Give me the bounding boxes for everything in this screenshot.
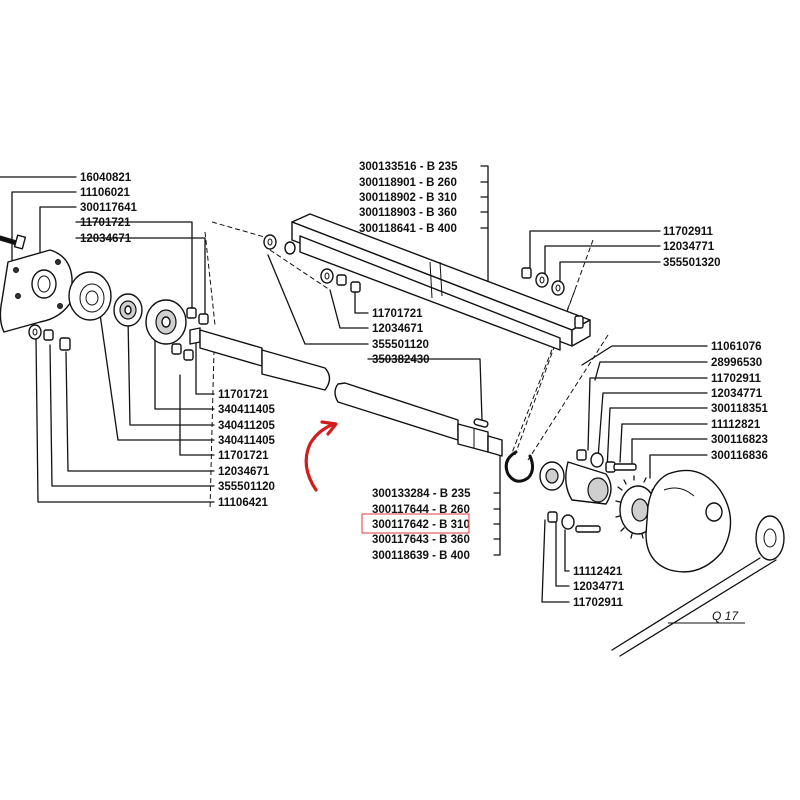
part-label[interactable]: 11112421 — [573, 566, 623, 578]
part-label[interactable]: 300118902 - B 310 — [359, 192, 457, 204]
part-label[interactable]: 11702911 — [711, 373, 762, 385]
part-label[interactable]: 300117643 - B 360 — [372, 534, 470, 546]
part-label[interactable]: 12034771 — [663, 241, 715, 253]
part-label[interactable]: 300116823 — [711, 434, 768, 446]
flange-plate-part — [0, 249, 73, 333]
part-label[interactable]: 340411405 — [218, 404, 276, 416]
bearing-part — [113, 293, 143, 327]
part-label[interactable]: 300133284 - B 235 — [372, 488, 471, 500]
right-labels: 11061076 28996530 11702911 12034771 3001… — [711, 341, 769, 462]
part-label[interactable]: 350382430 — [372, 354, 430, 366]
top-rail-labels: 300133516 - B 235 300118901 - B 260 3001… — [359, 161, 458, 235]
lever-arm-part — [611, 515, 785, 657]
part-label[interactable]: 300133516 - B 235 — [359, 161, 458, 173]
red-pointer-arrow — [304, 420, 338, 492]
part-label[interactable]: 11702911 — [573, 597, 624, 609]
part-label[interactable]: 11701721 — [218, 450, 269, 462]
part-label-highlighted[interactable]: 300117642 - B 310 — [372, 519, 470, 531]
nut-parts-middle-left — [171, 307, 209, 361]
top-right-labels: 11702911 12034771 355501320 — [663, 226, 721, 269]
crank-housing-part — [645, 469, 732, 573]
part-label[interactable]: 300117641 — [80, 202, 138, 214]
dust-cover-part — [68, 271, 112, 321]
washer-nut-parts-left — [28, 324, 71, 351]
left-labels: 16040821 11106021 300117641 11701721 120… — [80, 172, 138, 245]
part-label[interactable]: 11061076 — [711, 341, 762, 353]
part-label[interactable]: 11701721 — [372, 308, 423, 320]
part-label[interactable]: 11701721 — [218, 389, 269, 401]
part-label[interactable]: 300118903 - B 360 — [359, 207, 457, 219]
right-bearing-part — [539, 461, 565, 491]
section-reference-label: Q 17 — [712, 609, 739, 623]
washer-parts-rail — [263, 234, 361, 293]
part-label[interactable]: 300117644 - B 260 — [372, 504, 470, 516]
part-label[interactable]: 28996530 — [711, 357, 762, 369]
left-bottom-labels: 11701721 340411405 340411205 340411405 1… — [218, 389, 276, 509]
part-label[interactable]: 300116836 — [711, 450, 768, 462]
part-label[interactable]: 12034771 — [711, 388, 763, 400]
part-label[interactable]: 355501320 — [663, 257, 721, 269]
part-label[interactable]: 11112821 — [711, 419, 761, 431]
part-label[interactable]: 11106021 — [80, 187, 131, 199]
shaft-labels: 300133284 - B 235 300117644 - B 260 3001… — [372, 488, 471, 562]
nut-washer-parts-top-right — [521, 267, 565, 296]
part-label[interactable]: 12034771 — [573, 581, 625, 593]
bearing-housing-part — [145, 299, 187, 345]
right-bearing-housing-part — [565, 461, 612, 505]
bottom-right-labels: 11112421 12034771 11702911 — [573, 566, 625, 609]
part-label[interactable]: 355501120 — [372, 339, 429, 351]
part-label[interactable]: 340411205 — [218, 420, 276, 432]
rail-hardware-labels: 11701721 12034671 355501120 350382430 — [372, 308, 430, 366]
part-label[interactable]: 11106421 — [218, 497, 269, 509]
part-label[interactable]: 12034671 — [372, 323, 424, 335]
part-label[interactable]: 355501120 — [218, 481, 275, 493]
part-label[interactable]: 11701721 — [80, 217, 131, 229]
part-label[interactable]: 12034671 — [218, 466, 270, 478]
part-label[interactable]: 300118351 — [711, 403, 769, 415]
part-label[interactable]: 340411405 — [218, 435, 276, 447]
part-label[interactable]: 12034671 — [80, 233, 132, 245]
guide-rail-part — [284, 213, 591, 351]
part-label[interactable]: 16040821 — [80, 172, 132, 184]
highlight-box — [361, 513, 470, 534]
nut-washer-parts-right — [547, 449, 637, 533]
part-label[interactable]: 11702911 — [663, 226, 714, 238]
circlip-part — [504, 450, 535, 483]
part-label[interactable]: 300118639 - B 400 — [372, 550, 470, 562]
part-label[interactable]: 300118901 - B 260 — [359, 177, 457, 189]
drive-shaft-part — [189, 327, 503, 457]
key-pin-part — [473, 418, 489, 428]
bolt-part — [0, 234, 27, 250]
part-label[interactable]: 300118641 - B 400 — [359, 223, 457, 235]
